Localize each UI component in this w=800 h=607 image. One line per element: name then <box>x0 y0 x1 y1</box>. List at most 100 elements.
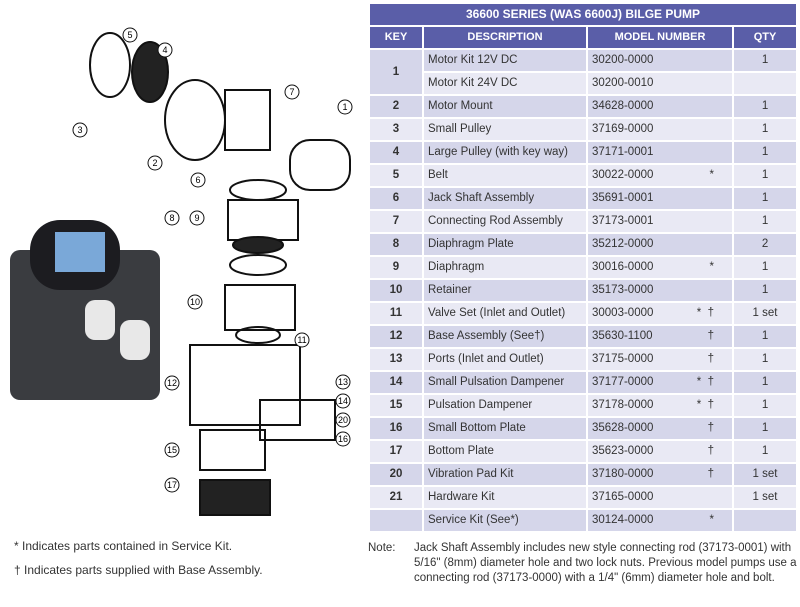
callout-circle <box>187 294 203 310</box>
kit-marks: * † <box>696 307 714 319</box>
cell-model-number: *30022-0000 <box>588 165 732 186</box>
callout-circle <box>157 42 173 58</box>
cell-model-number: 37171-0001 <box>588 142 732 163</box>
cell-description: Motor Kit 24V DC <box>424 73 586 94</box>
callout-label: 4 <box>162 45 167 55</box>
cell-description: Service Kit (See*) <box>424 510 586 531</box>
note-text: Jack Shaft Assembly includes new style c… <box>414 542 797 584</box>
callout-circle <box>284 84 300 100</box>
callout-label: 14 <box>338 396 348 406</box>
note-label: Note: <box>368 542 396 554</box>
cell-model-number: 35173-0000 <box>588 280 732 301</box>
cell-qty: 1 <box>734 96 797 117</box>
model-number: 34628-0000 <box>592 100 654 112</box>
cell-description: Motor Mount <box>424 96 586 117</box>
cell-model-number: * †37178-0000 <box>588 395 732 416</box>
cell-model-number: †35628-0000 <box>588 418 732 439</box>
cell-model-number: 30200-0010 <box>588 73 732 94</box>
callout-label: 9 <box>194 213 199 223</box>
kit-marks: † <box>698 468 714 480</box>
cell-description: Pulsation Dampener <box>424 395 586 416</box>
kit-marks: * † <box>696 399 714 411</box>
cell-qty: 1 <box>734 441 797 462</box>
model-number: 37171-0001 <box>592 146 654 158</box>
model-number: 37169-0000 <box>592 123 654 135</box>
callout-label: 12 <box>167 378 177 388</box>
cell-qty: 1 <box>734 211 797 232</box>
model-number: 37180-0000 <box>592 468 654 480</box>
cell-description: Base Assembly (See†) <box>424 326 586 347</box>
cell-qty: 1 <box>734 418 797 439</box>
model-number: 30200-0000 <box>592 54 654 66</box>
cell-qty: 1 <box>734 50 797 71</box>
model-number: 37165-0000 <box>592 491 654 503</box>
cell-description: Hardware Kit <box>424 487 586 508</box>
cell-key: 5 <box>370 165 422 186</box>
model-number: 35691-0001 <box>592 192 654 204</box>
callout-circle <box>335 393 351 409</box>
cell-key: 15 <box>370 395 422 416</box>
model-number: 35630-1100 <box>592 330 653 342</box>
callout-circle <box>335 431 351 447</box>
model-number: 30003-0000 <box>592 307 654 319</box>
cell-description: Belt <box>424 165 586 186</box>
cell-qty <box>734 510 797 531</box>
callout-circle <box>337 99 353 115</box>
callout-circle <box>164 210 180 226</box>
cell-qty: 1 set <box>734 464 797 485</box>
kit-marks: * † <box>696 376 714 388</box>
cell-qty: 1 <box>734 188 797 209</box>
kit-marks: * <box>709 514 714 526</box>
callout-circle <box>189 210 205 226</box>
callout-label: 13 <box>338 377 348 387</box>
cell-description: Small Bottom Plate <box>424 418 586 439</box>
model-number: 30016-0000 <box>592 261 654 273</box>
cell-description: Connecting Rod Assembly <box>424 211 586 232</box>
cell-key: 11 <box>370 303 422 324</box>
cell-qty: 2 <box>734 234 797 255</box>
callout-circle <box>294 332 310 348</box>
parts-sketch <box>89 32 351 516</box>
cell-key: 12 <box>370 326 422 347</box>
cell-description: Retainer <box>424 280 586 301</box>
callout-label: 16 <box>338 434 348 444</box>
cell-description: Valve Set (Inlet and Outlet) <box>424 303 586 324</box>
model-number: 35628-0000 <box>592 422 654 434</box>
cell-key: 3 <box>370 119 422 140</box>
cell-qty: 1 set <box>734 487 797 508</box>
cell-description: Vibration Pad Kit <box>424 464 586 485</box>
model-number: 30022-0000 <box>592 169 654 181</box>
cell-key: 20 <box>370 464 422 485</box>
cell-description: Diaphragm <box>424 257 586 278</box>
cell-model-number: 35212-0000 <box>588 234 732 255</box>
callout-label: 10 <box>190 297 200 307</box>
callout-circle <box>164 442 180 458</box>
callout-circle <box>335 374 351 390</box>
cell-model-number: * 30124-0000 <box>588 510 732 531</box>
pump-photo <box>10 220 160 400</box>
callout-label: 2 <box>152 158 157 168</box>
model-number: 37173-0001 <box>592 215 654 227</box>
parts-table: 36600 SERIES (WAS 6600J) BILGE PUMP KEY … <box>368 2 798 533</box>
callout-label: 8 <box>169 213 174 223</box>
cell-key: 2 <box>370 96 422 117</box>
callout-circle <box>190 172 206 188</box>
cell-qty: 1 <box>734 142 797 163</box>
cell-model-number: 34628-0000 <box>588 96 732 117</box>
cell-key: 17 <box>370 441 422 462</box>
legend-service-kit: * Indicates parts contained in Service K… <box>14 539 233 553</box>
cell-qty <box>734 73 797 94</box>
callout-circle <box>164 477 180 493</box>
model-number: 30124-0000 <box>592 514 654 526</box>
table-title: 36600 SERIES (WAS 6600J) BILGE PUMP <box>370 4 797 25</box>
kit-marks: † <box>698 445 714 457</box>
cell-description: Motor Kit 12V DC <box>424 50 586 71</box>
cell-key: 8 <box>370 234 422 255</box>
